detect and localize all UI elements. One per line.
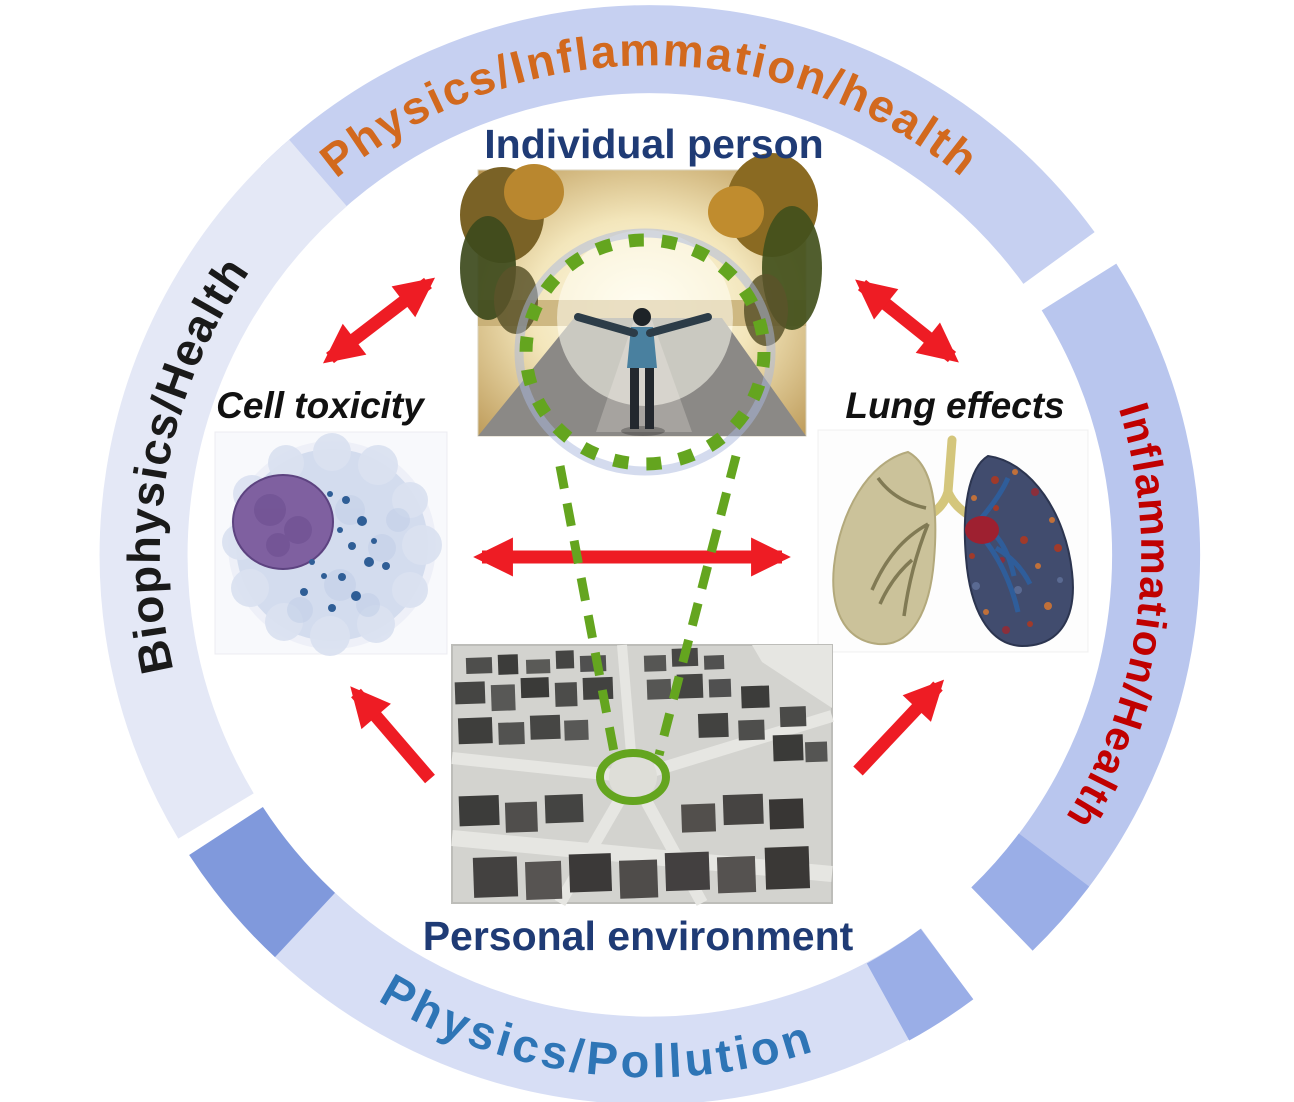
ring-bands: [99, 5, 1201, 1102]
label-lung-effects: Lung effects: [845, 385, 1064, 426]
arrow-person-cell: [322, 277, 436, 364]
cone-line-left: [555, 465, 619, 753]
node-labels: Individual person Cell toxicity Lung eff…: [216, 121, 1064, 959]
label-individual-person: Individual person: [484, 121, 823, 167]
buildings: [454, 647, 828, 901]
personal-environment-photo: [451, 644, 834, 907]
right-lung-vessels: [976, 476, 1033, 613]
plaza: [609, 753, 657, 801]
bottom-arc-band-tip: [866, 928, 974, 1041]
highlight-circle-city: [596, 749, 670, 805]
bubble-outline: [514, 228, 776, 476]
left-lung: [832, 450, 937, 646]
left-arc-band-tip: [189, 806, 336, 958]
label-personal-environment: Personal environment: [423, 913, 854, 959]
arrow-environment-lungs: [853, 679, 945, 776]
red-arrows: [322, 277, 959, 784]
cell-texture: [287, 495, 410, 623]
left-arc-band: [99, 139, 347, 839]
top-arc-band: [260, 5, 1095, 284]
arrow-person-lungs: [855, 279, 959, 363]
cell-granules: [300, 491, 390, 612]
open-area: [752, 645, 832, 708]
lung-effects-photo: [817, 429, 1089, 653]
dashed-circle-person: [519, 233, 771, 471]
cone-line-right: [654, 454, 741, 757]
right-lung-speckle: [969, 469, 1063, 634]
right-arc-band-tip: [970, 833, 1090, 951]
right-arc-band: [971, 263, 1201, 951]
cell-toxicity-photo: [214, 431, 448, 656]
bottom-arc-band: [247, 869, 973, 1102]
person-silhouette: [574, 308, 712, 436]
left-lung-branches: [870, 476, 930, 617]
pulmonary-artery-blob: [965, 516, 999, 544]
nucleus-texture: [254, 494, 312, 557]
arrow-environment-cell: [350, 686, 435, 784]
magnification-cone: [514, 228, 776, 805]
label-cell-toxicity: Cell toxicity: [216, 385, 426, 426]
